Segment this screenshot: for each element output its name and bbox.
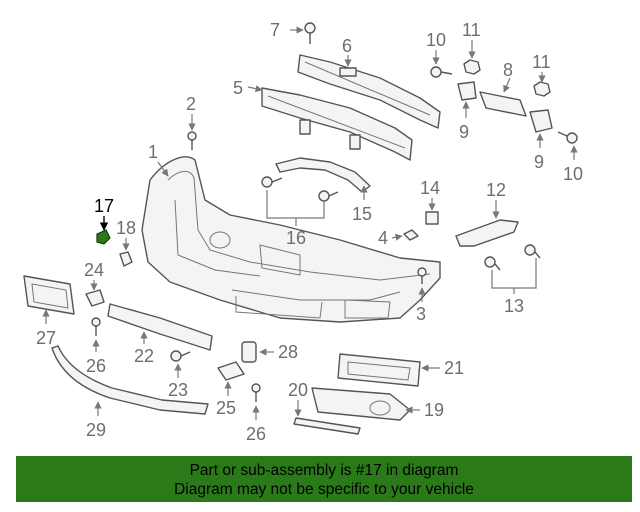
part-3-screw bbox=[417, 267, 427, 284]
part-21-grille bbox=[337, 353, 421, 387]
callout-14: 14 bbox=[420, 178, 440, 198]
callout-17[interactable]: 17 bbox=[94, 196, 114, 216]
leader-lines bbox=[42, 26, 578, 420]
part-5-reinforcement bbox=[261, 87, 413, 161]
callout-2: 2 bbox=[186, 94, 196, 114]
callout-21: 21 bbox=[444, 358, 464, 378]
callout-3: 3 bbox=[416, 304, 426, 324]
part-26-bolt-b bbox=[251, 383, 261, 402]
part-20-strip bbox=[293, 417, 361, 435]
part-8-bracket bbox=[479, 91, 527, 117]
part-1-bumper-face bbox=[141, 156, 441, 323]
part-10-bolt-a bbox=[430, 66, 453, 78]
part-22-strip bbox=[107, 303, 213, 351]
part-14-clip bbox=[425, 211, 439, 225]
callout-9-b: 9 bbox=[534, 152, 544, 172]
part-16-screws bbox=[261, 176, 339, 202]
info-banner: Part or sub-assembly is #17 in diagram D… bbox=[16, 456, 632, 502]
callout-10-a: 10 bbox=[426, 30, 446, 50]
part-11-nut-a bbox=[463, 59, 481, 75]
callout-26-a: 26 bbox=[86, 356, 106, 376]
callout-4: 4 bbox=[378, 228, 388, 248]
callout-9-a: 9 bbox=[459, 122, 469, 142]
callout-7: 7 bbox=[270, 20, 280, 40]
callout-29: 29 bbox=[86, 420, 106, 440]
callout-26-b: 26 bbox=[246, 424, 266, 444]
part-17-clip[interactable] bbox=[96, 229, 111, 245]
callout-5: 5 bbox=[233, 78, 243, 98]
callout-10-b: 10 bbox=[563, 164, 583, 184]
part-6-absorber bbox=[297, 54, 441, 129]
part-12-bracket bbox=[455, 219, 519, 247]
callout-23: 23 bbox=[168, 380, 188, 400]
part-24-bracket bbox=[85, 289, 105, 307]
callout-19: 19 bbox=[424, 400, 444, 420]
callout-13: 13 bbox=[504, 296, 524, 316]
part-23-bolt bbox=[170, 350, 191, 362]
part-2-bolt bbox=[187, 131, 197, 150]
callout-27: 27 bbox=[36, 328, 56, 348]
callout-15: 15 bbox=[352, 204, 372, 224]
callout-11-a: 11 bbox=[462, 20, 481, 40]
part-25-bracket bbox=[217, 361, 245, 381]
part-10-bolt-b bbox=[557, 131, 578, 144]
banner-line-2: Diagram may not be specific to your vehi… bbox=[174, 481, 474, 498]
part-26-bolt-a bbox=[91, 317, 101, 336]
part-18-clip bbox=[119, 251, 133, 267]
part-29-spoiler bbox=[51, 345, 209, 415]
parts-diagram: 7 6 5 10 11 8 9 11 9 10 2 1 15 16 14 4 1… bbox=[23, 20, 583, 444]
part-19-garnish bbox=[311, 387, 411, 421]
part-11-nut-b bbox=[533, 81, 551, 97]
part-9-spacer-b bbox=[529, 109, 553, 133]
callout-25: 25 bbox=[216, 398, 236, 418]
callout-24: 24 bbox=[84, 260, 104, 280]
part-27-plate-base bbox=[23, 275, 75, 315]
callout-6: 6 bbox=[342, 36, 352, 56]
callout-18: 18 bbox=[116, 218, 136, 238]
part-9-spacer-a bbox=[457, 81, 477, 101]
part-28-sensor bbox=[241, 341, 257, 363]
callout-16: 16 bbox=[286, 228, 306, 248]
part-7-bolt bbox=[304, 22, 316, 44]
callout-28: 28 bbox=[278, 342, 298, 362]
callout-20: 20 bbox=[288, 380, 308, 400]
part-13-screws bbox=[484, 244, 541, 271]
banner-line-1: Part or sub-assembly is #17 in diagram bbox=[189, 462, 459, 479]
part-15-garnish bbox=[275, 157, 371, 193]
callout-1: 1 bbox=[148, 142, 158, 162]
callout-12: 12 bbox=[486, 180, 506, 200]
callout-11-b: 11 bbox=[532, 52, 551, 72]
part-4-clip bbox=[403, 229, 419, 241]
callout-22: 22 bbox=[134, 346, 154, 366]
callout-8: 8 bbox=[503, 60, 513, 80]
